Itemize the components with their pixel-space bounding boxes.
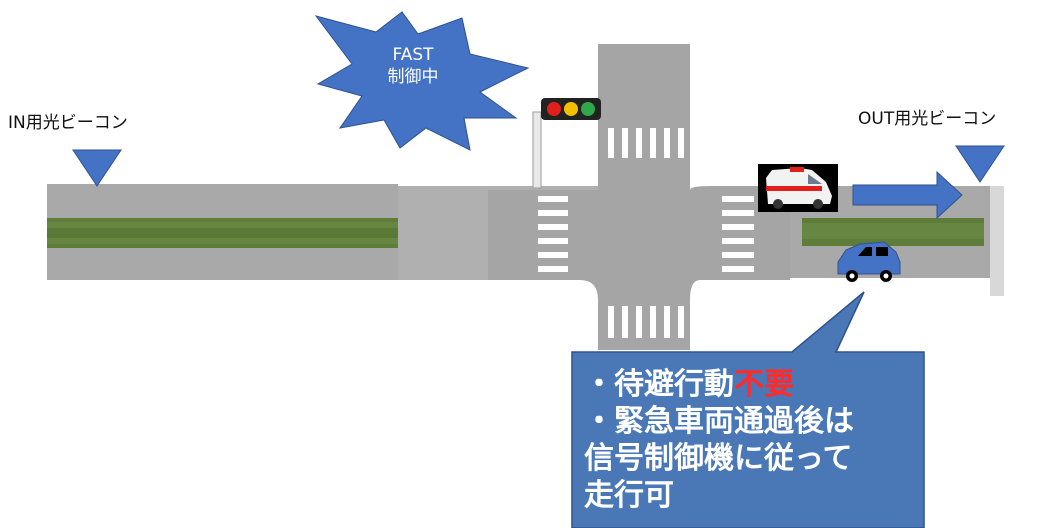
ambulance-icon [758, 164, 838, 212]
fast-control-label: FAST 制御中 [368, 44, 458, 88]
car-icon [837, 241, 901, 282]
traffic-light-icon [532, 98, 601, 189]
callout-line-1: ・待避行動不要 [584, 366, 924, 403]
out-beacon-label: OUT用光ビーコン [858, 109, 997, 129]
callout-line-1-prefix: ・待避行動 [584, 367, 734, 402]
in-beacon-label: IN用光ビーコン [8, 113, 128, 133]
crosswalk-west [538, 196, 568, 272]
burst-line-1: FAST [392, 45, 434, 65]
burst-line-2: 制御中 [387, 67, 439, 87]
out-beacon-marker-icon [955, 145, 1005, 183]
callout-line-2: ・緊急車両通過後は [584, 404, 854, 439]
crosswalk-south [608, 306, 684, 338]
callout-line-4: 走行可 [584, 478, 674, 513]
callout-line-3: 信号制御機に従って [584, 441, 853, 476]
in-beacon-marker-icon [72, 149, 122, 187]
crosswalk-north [608, 128, 684, 158]
callout-bubble [571, 291, 925, 528]
callout-text: ・待避行動不要 ・緊急車両通過後は 信号制御機に従って 走行可 [584, 366, 924, 514]
starburst-icon [314, 11, 530, 151]
arrow-right-icon [852, 170, 963, 220]
crosswalk-east [722, 196, 754, 272]
callout-highlight: 不要 [734, 367, 794, 402]
